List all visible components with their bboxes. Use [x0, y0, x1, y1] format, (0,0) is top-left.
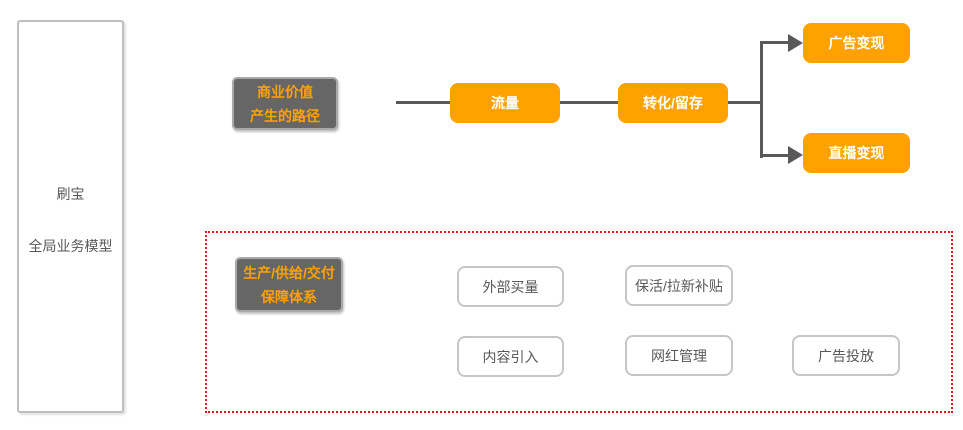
support-system-line1: 生产/供给/交付 [243, 264, 335, 281]
support-item-label: 广告投放 [818, 347, 874, 364]
support-item-ad-placement: 广告投放 [792, 335, 900, 376]
branch-vertical-line [760, 41, 763, 158]
support-item-external-buy: 外部买量 [457, 266, 564, 307]
node-traffic-label: 流量 [491, 95, 519, 111]
support-item-retention-subsidy: 保活/拉新补贴 [625, 265, 733, 306]
value-path-line2: 产生的路径 [250, 107, 320, 124]
support-item-content-import: 内容引入 [457, 336, 564, 377]
app-name-label: 刷宝 [56, 186, 85, 202]
node-conversion-retention: 转化/留存 [618, 83, 728, 123]
arrow-right-icon [788, 146, 803, 164]
branch-bottom-line [760, 154, 789, 157]
branch-top-line [760, 41, 789, 44]
node-live-monetization-label: 直播变现 [828, 145, 885, 161]
node-ad-monetization-label: 广告变现 [828, 35, 885, 51]
support-system-header: 生产/供给/交付 保障体系 [235, 257, 343, 312]
node-live-monetization: 直播变现 [803, 133, 910, 173]
support-item-kol-management: 网红管理 [625, 335, 733, 376]
arrow-right-icon [788, 34, 803, 52]
value-path-header: 商业价值 产生的路径 [232, 77, 338, 130]
support-item-label: 网红管理 [651, 347, 707, 364]
global-model-panel: 刷宝 全局业务模型 [17, 20, 124, 413]
node-traffic: 流量 [450, 83, 560, 123]
support-item-label: 外部买量 [482, 278, 539, 295]
value-path-line1: 商业价值 [257, 83, 313, 100]
flow-connector-line [396, 101, 762, 104]
global-model-label: 全局业务模型 [28, 238, 113, 254]
support-system-line2: 保障体系 [261, 288, 317, 305]
node-conversion-retention-label: 转化/留存 [643, 95, 703, 111]
support-item-label: 内容引入 [482, 348, 539, 365]
support-item-label: 保活/拉新补贴 [635, 277, 723, 294]
node-ad-monetization: 广告变现 [803, 23, 910, 63]
support-system-zone [205, 231, 953, 413]
